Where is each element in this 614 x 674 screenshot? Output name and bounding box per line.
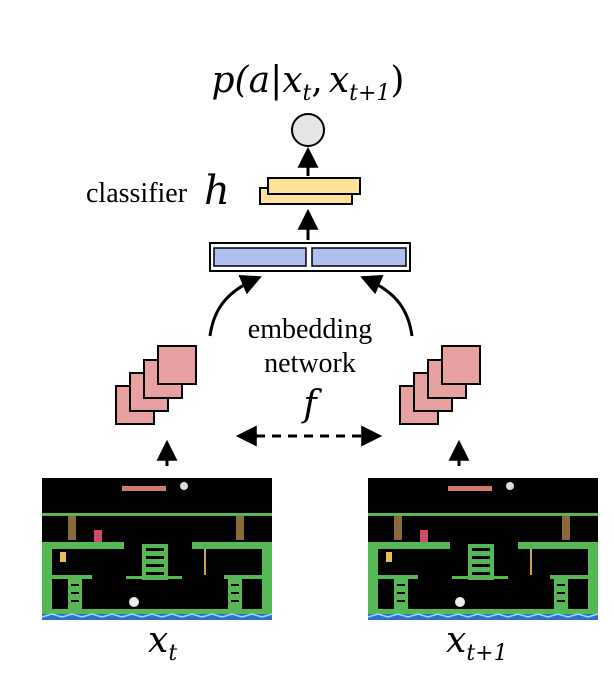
feature-stack-right (399, 345, 481, 425)
title-x: x (282, 60, 302, 101)
atari-frame-right (367, 477, 599, 621)
title-a: a (249, 60, 270, 101)
embedding-right-half (311, 247, 407, 267)
classifier-label: classifier (86, 178, 188, 209)
arrow-right-stack-to-embedding (360, 274, 414, 337)
title-x2: x (329, 60, 349, 101)
output-node (291, 113, 325, 147)
title-formula: p(a|xt,xt+1) (212, 60, 405, 106)
classifier-bar-front (267, 177, 361, 195)
feature-stack-left (115, 345, 197, 425)
classifier-symbol: h (204, 168, 230, 214)
atari-frame-left (41, 477, 273, 621)
title-close: ) (390, 60, 404, 101)
input-label-right: xt+1 (446, 620, 508, 666)
title-p: p( (212, 60, 250, 101)
title-t: t (303, 81, 312, 106)
embedding-label-line2: network (264, 348, 356, 379)
embedding-left-half (213, 247, 307, 267)
title-comma: , (311, 60, 322, 101)
embedding-symbol: f (300, 384, 322, 425)
embedding-label-line1: embedding (248, 314, 372, 345)
input-label-left: xt (148, 620, 177, 666)
arrow-left-stack-to-embedding (208, 274, 262, 337)
title-bar: | (270, 60, 282, 101)
title-t1: t+1 (349, 81, 390, 106)
